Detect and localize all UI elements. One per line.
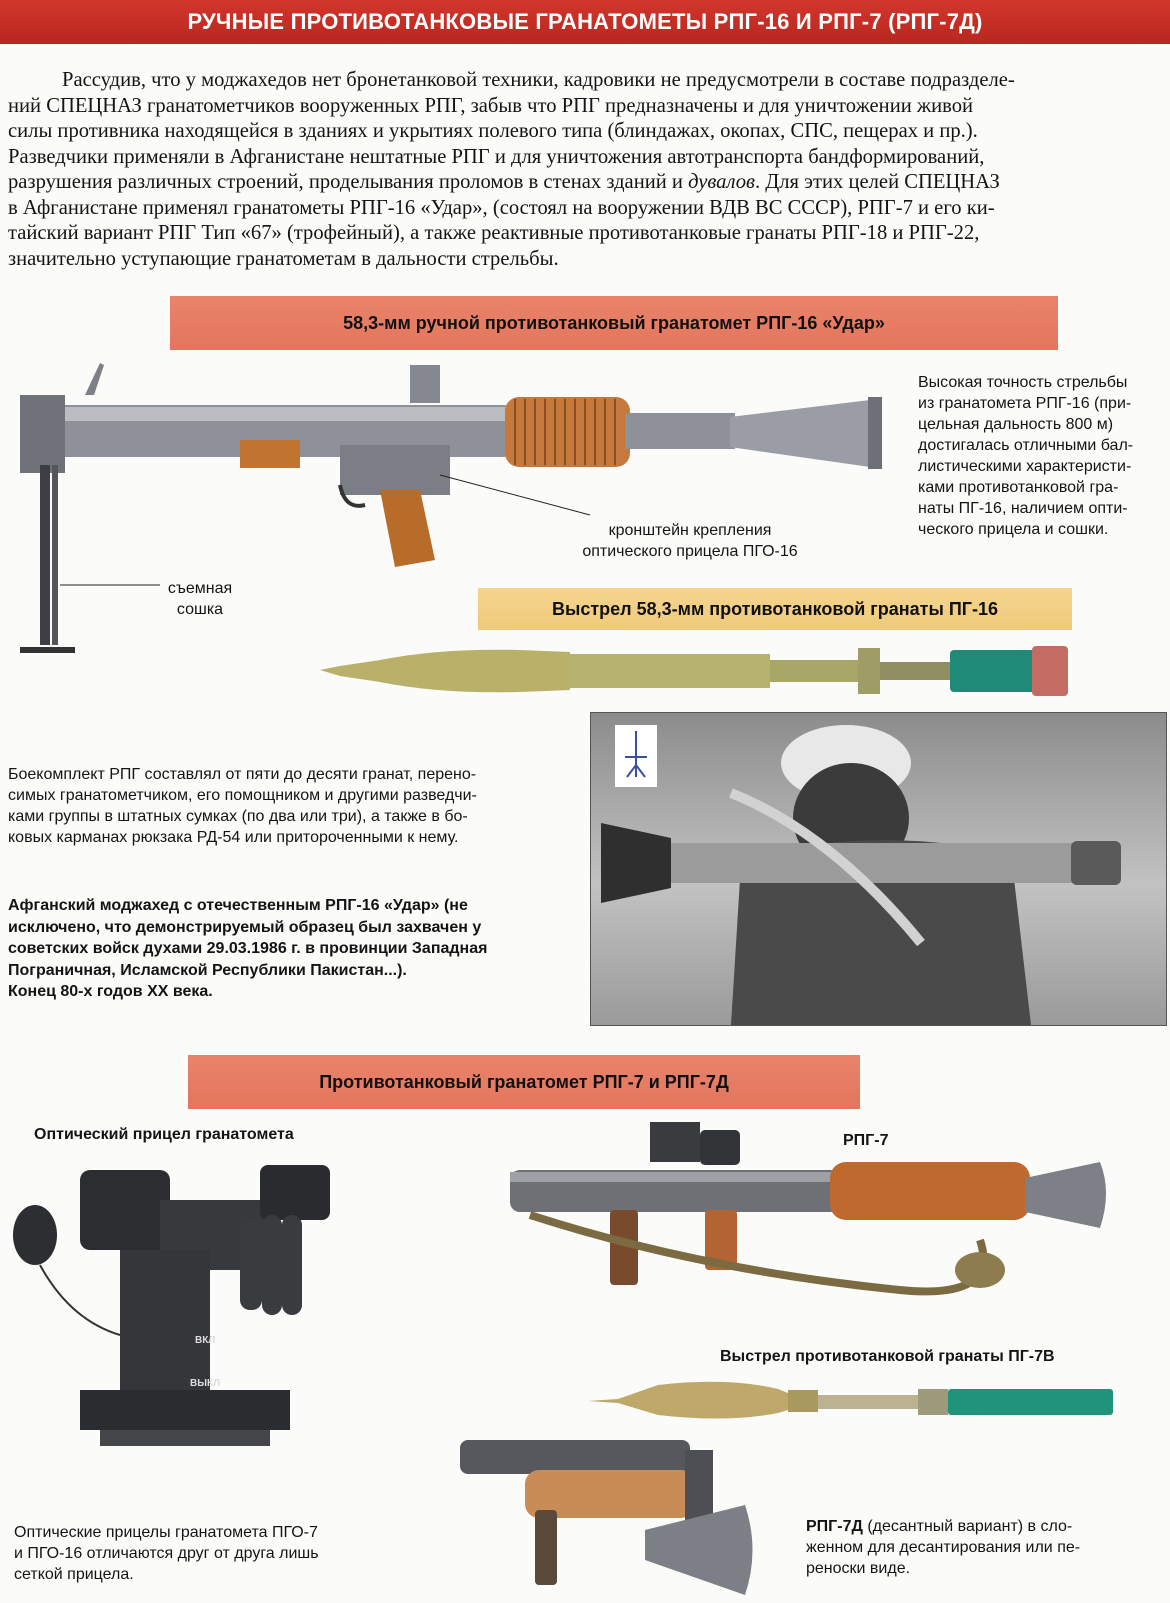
rpg7-illustration: [510, 1122, 1106, 1296]
pg7v-grenade-illustration: [588, 1381, 1113, 1419]
pg7v-label: Выстрел противотанковой гранаты ПГ-7В: [720, 1348, 1055, 1365]
mujahid-figure: [601, 725, 1121, 1025]
ammo-text: Боекомплект РПГ составлял от пяти до дес…: [8, 766, 477, 846]
rpg7-label: РПГ-7: [843, 1132, 889, 1149]
intro-line: силы противника находящейся в зданиях и …: [8, 120, 978, 142]
mujahid-photo: [590, 712, 1167, 1026]
rpg7d-illustration: [460, 1440, 753, 1595]
intro-line: ний СПЕЦНАЗ гранатометчиков вооруженных …: [8, 94, 974, 117]
rpg16-illustration: [20, 363, 882, 653]
intro-line: значительно уступающие гранатометам в да…: [8, 247, 559, 270]
intro-line: Разведчики применяли в Афганистане нешта…: [8, 145, 985, 168]
intro-paragraph: Рассудив, что у моджахедов нет бронетанк…: [8, 68, 1168, 272]
intro-line: тайский вариант РПГ Тип «67» (трофейный)…: [8, 222, 980, 244]
pg16-header: Выстрел 58,3-мм противотанковой гранаты …: [478, 588, 1072, 630]
optical-sight-illustration: [13, 1165, 330, 1446]
intro-line: разрушения различных строений, проделыва…: [8, 171, 1000, 193]
sight-on-marking: ВКЛ: [195, 1335, 216, 1346]
parachute-emblem-icon: [625, 731, 647, 778]
page-title: РУЧНЫЕ ПРОТИВОТАНКОВЫЕ ГРАНАТОМЕТЫ РПГ-1…: [0, 0, 1170, 44]
pg16-grenade-illustration: [320, 646, 1068, 696]
sight-label: Оптический прицел гранатомета: [34, 1126, 294, 1143]
rpg7d-note: РПГ-7Д (десантный вариант) в сло- женном…: [806, 1518, 1081, 1577]
photo-caption: Афганский моджахед с отечественным РПГ-1…: [8, 897, 488, 1000]
rpg16-header: 58,3-мм ручной противотанковый гранатоме…: [170, 296, 1058, 350]
sight-off-marking: ВЫКЛ: [190, 1378, 221, 1389]
intro-line: в Афганистане применял гранатометы РПГ-1…: [8, 196, 995, 219]
unit-emblem: [615, 725, 657, 787]
intro-line: Рассудив, что у моджахедов нет бронетанк…: [62, 69, 1015, 91]
rpg7-header: Противотанковый гранатомет РПГ-7 и РПГ-7…: [188, 1055, 860, 1109]
